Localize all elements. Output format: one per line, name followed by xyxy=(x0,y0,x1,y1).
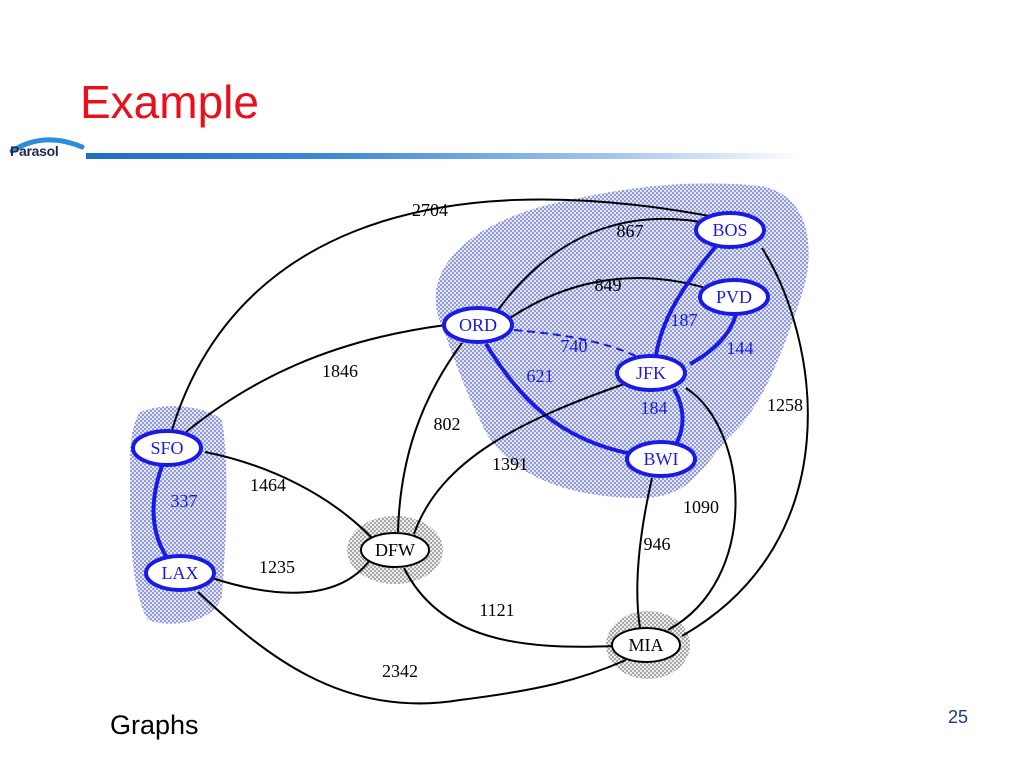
node-label-jfk: JFK xyxy=(636,363,666,383)
edge-weight-sfo-bos: 2704 xyxy=(412,200,448,220)
edge-weight-lax-dfw: 1235 xyxy=(259,557,295,577)
edge-weight-ord-jfk: 740 xyxy=(561,336,588,356)
node-label-bos: BOS xyxy=(712,220,747,240)
parasol-logo: Parasol xyxy=(10,143,59,159)
edge-sfo-lax xyxy=(151,465,168,558)
node-lax: LAX xyxy=(144,554,216,592)
node-mia: MIA xyxy=(611,627,681,663)
edge-ord-dfw xyxy=(397,342,463,533)
node-label-sfo: SFO xyxy=(150,438,183,458)
node-label-bwi: BWI xyxy=(644,449,679,469)
footer-label: Graphs xyxy=(110,710,199,740)
edge-bos-mia xyxy=(681,247,809,637)
node-pvd: PVD xyxy=(698,278,770,316)
edge-ord-jfk xyxy=(513,329,637,357)
node-label-dfw: DFW xyxy=(375,540,415,560)
node-label-pvd: PVD xyxy=(716,287,752,307)
node-shape-jfk xyxy=(615,354,687,392)
edge-pvd-jfk xyxy=(689,313,738,366)
page-number: 25 xyxy=(948,707,969,727)
edge-weight-jfk-mia: 1090 xyxy=(683,497,719,517)
edge-weight-dfw-mia: 1121 xyxy=(479,600,514,620)
node-bos: BOS xyxy=(694,211,766,249)
edge-weight-ord-pvd: 849 xyxy=(595,275,622,295)
edge-weight-sfo-dfw: 1464 xyxy=(250,475,286,495)
edge-weight-ord-bos: 867 xyxy=(617,221,644,241)
node-shape-bwi xyxy=(625,440,697,478)
edge-weight-bos-mia: 1258 xyxy=(767,395,803,415)
edge-ord-bos xyxy=(497,217,713,311)
node-sfo: SFO xyxy=(131,429,203,467)
edge-weight-sfo-ord: 1846 xyxy=(322,361,358,381)
node-shape-lax xyxy=(144,554,216,592)
parasol-logo-arc xyxy=(9,137,85,154)
edge-bos-jfk xyxy=(654,244,718,356)
edge-jfk-dfw xyxy=(413,381,631,535)
edge-sfo-ord xyxy=(185,324,447,433)
edge-weight-lax-mia: 2342 xyxy=(382,661,418,681)
edge-weight-ord-dfw: 802 xyxy=(434,414,461,434)
edge-weight-sfo-lax: 337 xyxy=(171,491,198,511)
edge-sfo-dfw xyxy=(204,451,373,539)
edge-sfo-bos xyxy=(171,198,721,431)
node-ord: ORD xyxy=(442,306,514,344)
edge-lax-mia xyxy=(197,591,627,705)
edge-bwi-mia xyxy=(636,477,653,629)
node-bwi: BWI xyxy=(625,440,697,478)
node-shape-bos xyxy=(694,211,766,249)
node-shape-dfw xyxy=(360,532,430,568)
edge-weight-ord-bwi: 621 xyxy=(527,366,554,386)
edge-weight-bos-jfk: 187 xyxy=(671,310,698,330)
edge-weight-pvd-jfk: 144 xyxy=(727,338,754,358)
node-shape-pvd xyxy=(698,278,770,316)
edge-jfk-bwi xyxy=(672,388,685,445)
edge-weight-jfk-dfw: 1391 xyxy=(492,454,528,474)
node-shape-mia xyxy=(611,627,681,663)
node-label-ord: ORD xyxy=(459,315,497,335)
node-jfk: JFK xyxy=(615,354,687,392)
edge-weight-bwi-mia: 946 xyxy=(644,534,671,554)
node-label-mia: MIA xyxy=(629,635,664,655)
node-label-lax: LAX xyxy=(162,563,199,583)
edge-weight-jfk-bwi: 184 xyxy=(641,398,668,418)
node-shape-ord xyxy=(442,306,514,344)
node-shape-sfo xyxy=(131,429,203,467)
edge-dfw-mia xyxy=(403,567,615,648)
edge-jfk-mia xyxy=(667,387,737,631)
title-rule xyxy=(86,153,802,159)
edge-lax-dfw xyxy=(211,559,371,594)
node-dfw: DFW xyxy=(360,532,430,568)
slide-title: Example xyxy=(80,76,259,128)
